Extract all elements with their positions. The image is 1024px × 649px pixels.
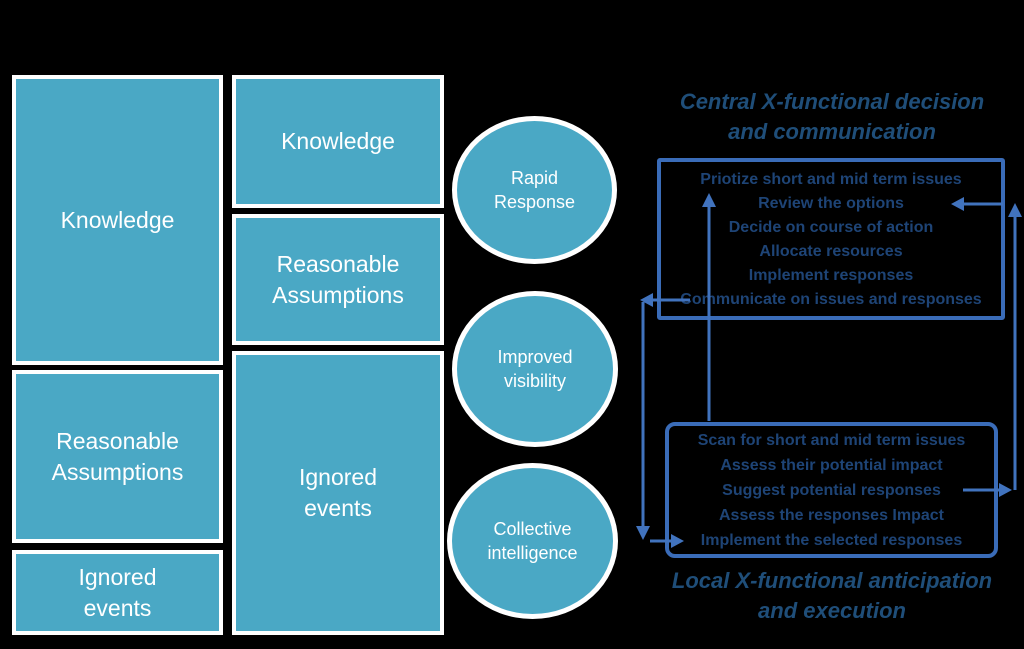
action-item: Assess their potential impact xyxy=(720,457,943,474)
action-item: Review the options xyxy=(758,195,904,212)
central-actions-box: Priotize short and mid term issues Revie… xyxy=(657,158,1005,320)
action-item: Suggest potential responses xyxy=(722,482,941,499)
stack-inner-knowledge: Knowledge xyxy=(232,75,444,208)
action-item: Scan for short and mid term issues xyxy=(697,432,966,449)
action-item: Priotize short and mid term issues xyxy=(700,171,962,188)
local-actions-box: Scan for short and mid term issues Asses… xyxy=(665,422,998,558)
action-item: Implement the selected responses xyxy=(700,532,963,549)
action-item: Communicate on issues and responses xyxy=(680,291,982,308)
arrow-local-to-central-right-up xyxy=(1008,203,1022,490)
stack-box-label: Knowledge xyxy=(60,206,175,233)
stack-outer-knowledge: Knowledge xyxy=(12,75,223,365)
stack-box-label: Knowledge xyxy=(281,128,395,154)
action-item: Implement responses xyxy=(748,267,914,284)
arrow-central-to-local-down xyxy=(636,302,650,540)
action-item: Decide on course of action xyxy=(728,219,934,236)
action-item: Assess the responses Impact xyxy=(719,507,944,524)
action-item: Allocate resources xyxy=(759,243,903,260)
